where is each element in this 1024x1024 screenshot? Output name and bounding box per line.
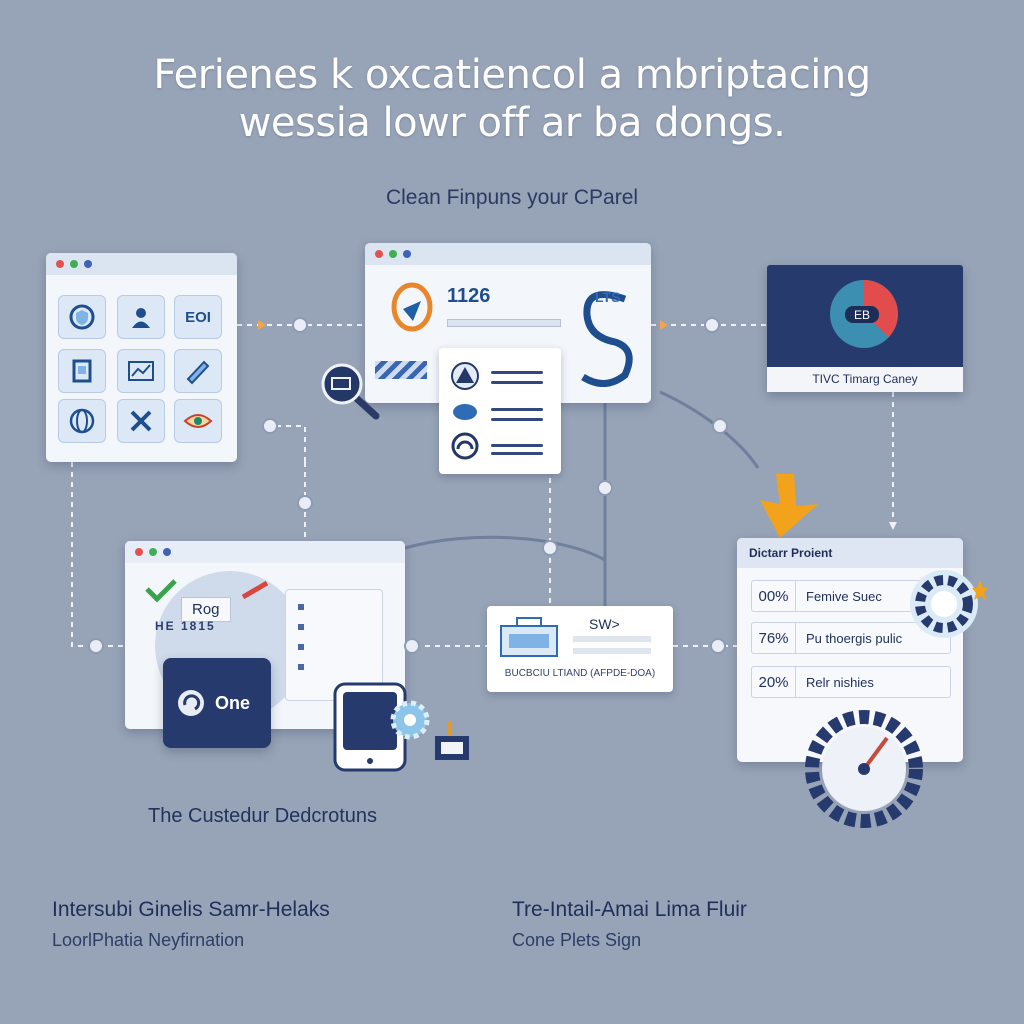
magnifier-icon[interactable] <box>320 362 384 429</box>
progress-row-percent: 20% <box>752 667 796 697</box>
center-number-label: 1126 <box>447 285 491 307</box>
connector-node <box>88 638 104 654</box>
progress-row-percent: 00% <box>752 581 796 611</box>
mid-caption: BUCBCIU LTIAND (AFPDE-DOA) <box>504 668 656 679</box>
center-window: 1126 LTS <box>365 243 651 403</box>
progress-row-label: Relr nishies <box>806 674 874 690</box>
mid-tag: SW> <box>589 616 620 632</box>
one-card[interactable]: One <box>163 658 271 748</box>
s-logo-icon <box>575 287 635 392</box>
shield-icon[interactable] <box>58 295 106 339</box>
pen-icon[interactable] <box>174 349 222 393</box>
progress-row[interactable]: 20% Relr nishies <box>751 666 951 698</box>
connector-node <box>710 638 726 654</box>
gauge-small-icon <box>451 432 479 465</box>
connector-node <box>262 418 278 434</box>
subheadline: Clean Finpuns your CParel <box>385 186 639 209</box>
connector-node <box>292 317 308 333</box>
login-badge: Rog <box>181 597 231 622</box>
progress-row-percent: 76% <box>752 623 796 653</box>
footer-right-subtitle: Cone Plets Sign <box>512 930 642 950</box>
document-icon[interactable] <box>58 349 106 393</box>
chart-card: EB TIVC Timarg Caney <box>767 265 963 392</box>
form-panel <box>285 589 383 701</box>
toolbox-icon <box>497 616 561 663</box>
connector-node <box>297 495 313 511</box>
progress-row[interactable]: 76% Pu thoergis pulic <box>751 622 951 654</box>
footer-left-title: Intersubi Ginelis Samr-Helaks <box>52 898 330 921</box>
eoi-badge[interactable]: EOI <box>174 295 222 339</box>
progress-row-label: Femive Suec <box>806 588 882 604</box>
pie-chart-icon: EB <box>827 277 901 356</box>
user-icon[interactable] <box>117 295 165 339</box>
window-titlebar <box>125 541 405 563</box>
mid-window: SW> BUCBCIU LTIAND (AFPDE-DOA) <box>487 606 673 692</box>
customer-caption: The Custedur Dedcrotuns <box>148 805 378 827</box>
footer-right-title: Tre-Intail-Amai Lima Fluir <box>512 898 747 921</box>
eye-icon[interactable] <box>174 399 222 443</box>
footer-left-subtitle: LoorlPhatia Neyfirnation <box>52 930 245 950</box>
refresh-icon <box>178 690 204 716</box>
chart-card-caption: TIVC Timarg Caney <box>767 367 963 392</box>
gauge-icon <box>805 710 923 833</box>
globe-icon[interactable] <box>58 399 106 443</box>
login-sub-label: HE 1815 <box>155 619 216 633</box>
window-titlebar <box>46 253 237 275</box>
leaf-logo-icon <box>387 281 437 338</box>
connector-node <box>712 418 728 434</box>
warning-icon <box>451 362 479 395</box>
gear-icon <box>908 566 988 647</box>
striped-bar <box>375 361 427 379</box>
checklist-card <box>439 348 561 474</box>
window-titlebar <box>365 243 651 265</box>
tools-icon[interactable] <box>117 399 165 443</box>
s-logo-text: LTS <box>595 289 621 305</box>
progress-row-label: Pu thoergis pulic <box>806 630 903 646</box>
chart-icon[interactable] <box>117 349 165 393</box>
plug-icon <box>433 722 471 777</box>
gear-small-icon <box>390 700 430 745</box>
headline-line-2: wessia lowr off ar ba dongs. <box>238 100 786 146</box>
one-card-label: One <box>215 692 251 713</box>
connector-node <box>704 317 720 333</box>
headline-line-1: Ferienes k oxcatiencol a mbriptacing <box>153 52 871 98</box>
cloud-icon <box>451 400 479 429</box>
progress-track <box>447 319 561 327</box>
close-mark-icon <box>237 577 273 608</box>
arrow-down-icon <box>756 470 830 547</box>
connector-node <box>542 540 558 556</box>
connector-node <box>404 638 420 654</box>
connector-node <box>597 480 613 496</box>
checkmark-icon <box>143 577 179 608</box>
pie-label: EB <box>854 308 870 322</box>
icon-grid-window: EOI <box>46 253 237 462</box>
progress-window-title: Dictarr Proient <box>737 538 963 568</box>
